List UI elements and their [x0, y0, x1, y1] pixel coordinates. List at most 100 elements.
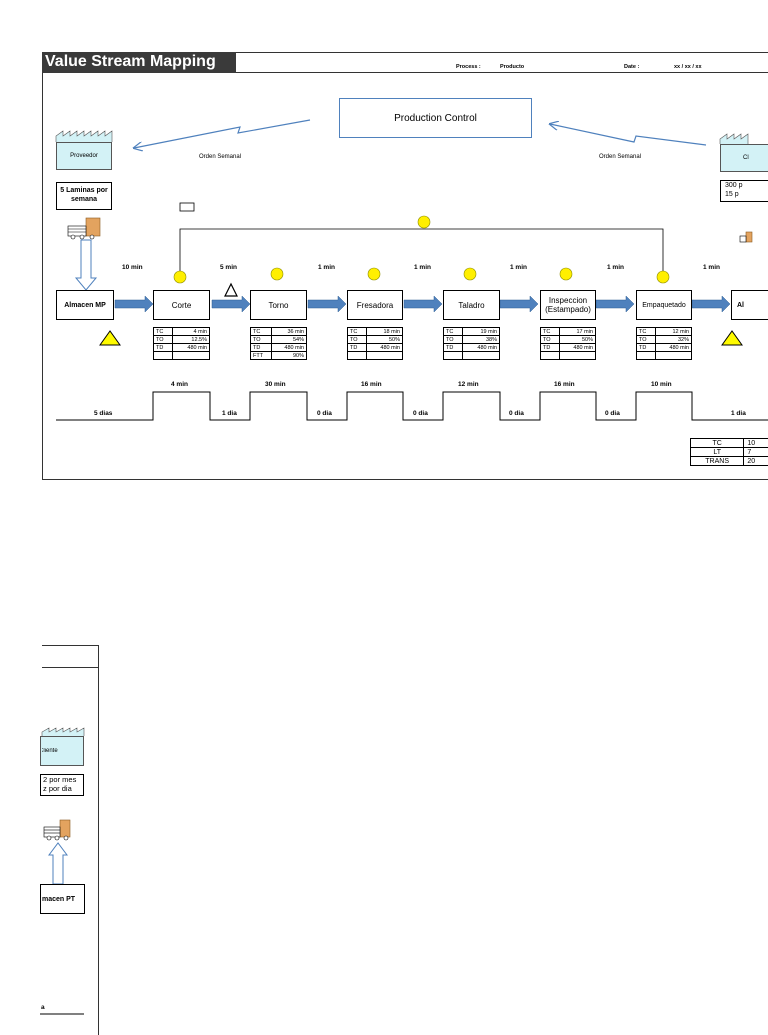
data-value: 480 min [366, 344, 402, 352]
process-box-corte: Corte [153, 290, 210, 320]
customer-info-line-1: 300 p [725, 181, 768, 190]
process-box-inspeccion: Inspeccion (Estampado) [540, 290, 596, 320]
push-arrow-1 [115, 296, 153, 312]
factory-roof-icon [42, 728, 84, 736]
data-key: FTT [251, 352, 272, 360]
info-flow-right [550, 124, 706, 145]
finished-goods-warehouse-label: Al [737, 301, 744, 310]
data-value: 54% [272, 336, 307, 344]
operator-icon [464, 268, 476, 280]
customer-name: Cl [743, 155, 749, 161]
data-key: TD [444, 344, 463, 352]
data-value: 18 min [366, 328, 402, 336]
data-value: 50% [559, 336, 595, 344]
kanban-post [180, 203, 194, 211]
info-flow-left [134, 120, 310, 148]
data-value: 480 min [272, 344, 307, 352]
data-key: TD [541, 344, 560, 352]
data-key: TC [154, 328, 173, 336]
page2-diagram [0, 640, 100, 1020]
process-box-empaquetado: Empaquetado [636, 290, 692, 320]
customer-info-line-2: 15 p [725, 190, 768, 199]
data-key: TC [637, 328, 656, 336]
operator-icon [271, 268, 283, 280]
data-key [637, 352, 656, 360]
data-value: 36 min [272, 328, 307, 336]
production-control-box: Production Control [339, 98, 532, 138]
transport-time: 1 min [510, 264, 527, 271]
inventory-triangle-icon [100, 331, 120, 345]
operator-icon [560, 268, 572, 280]
supplier-info: 5 Laminas por semana [56, 182, 112, 210]
process-name: Torno [268, 301, 288, 310]
data-key [154, 352, 173, 360]
raw-material-warehouse: Almacen MP [56, 290, 114, 320]
wait-time: 0 dia [605, 410, 620, 417]
totals-value: 20 [744, 457, 768, 466]
totals-value: 10 [744, 439, 768, 448]
page2-warehouse-label: macen PT [42, 895, 75, 904]
push-arrow-4 [404, 296, 442, 312]
data-key: TO [444, 336, 463, 344]
customer-info: 300 p 15 p [720, 180, 768, 202]
transport-time: 10 min [122, 264, 143, 271]
process-name: Corte [172, 301, 192, 310]
transport-time: 1 min [607, 264, 624, 271]
totals-key: TC [691, 439, 744, 448]
data-key: TO [637, 336, 656, 344]
transport-time: 1 min [703, 264, 720, 271]
customer-factory: Cl [720, 144, 768, 172]
supplier-name: Proveedor [70, 153, 98, 159]
data-key: TO [541, 336, 560, 344]
factory-roof-icon [56, 131, 112, 142]
transport-time: 1 min [414, 264, 431, 271]
data-key: TD [637, 344, 656, 352]
supplier-factory: Proveedor [56, 142, 112, 170]
totals-value: 7 [744, 448, 768, 457]
factory-roof-icon [720, 134, 748, 144]
data-value [559, 352, 595, 360]
data-row [348, 352, 403, 360]
page2-finished-goods-warehouse: macen PT [40, 884, 85, 914]
data-row [444, 352, 500, 360]
data-key: TO [348, 336, 367, 344]
page2-customer-name: Cliente [39, 748, 58, 754]
data-value: 480 min [655, 344, 691, 352]
operator-icon [174, 271, 186, 283]
page2-info-line-2: z por dia [43, 784, 83, 793]
data-key: TO [154, 336, 173, 344]
wait-time: 0 dia [509, 410, 524, 417]
truck-icon [740, 232, 752, 242]
data-value: 480 min [172, 344, 209, 352]
data-value: 12 min [655, 328, 691, 336]
transport-time: 1 min [318, 264, 335, 271]
process-time: 30 min [265, 381, 286, 388]
data-value: 19 min [462, 328, 499, 336]
totals-key: TRANS [691, 457, 744, 466]
data-key: TC [444, 328, 463, 336]
page2-info-line-1: 2 por mes [43, 775, 83, 784]
data-value: 90% [272, 352, 307, 360]
finished-goods-warehouse: Al [731, 290, 768, 320]
data-row [637, 352, 692, 360]
totals-key: LT [691, 448, 744, 457]
process-name: Empaquetado [642, 301, 686, 310]
